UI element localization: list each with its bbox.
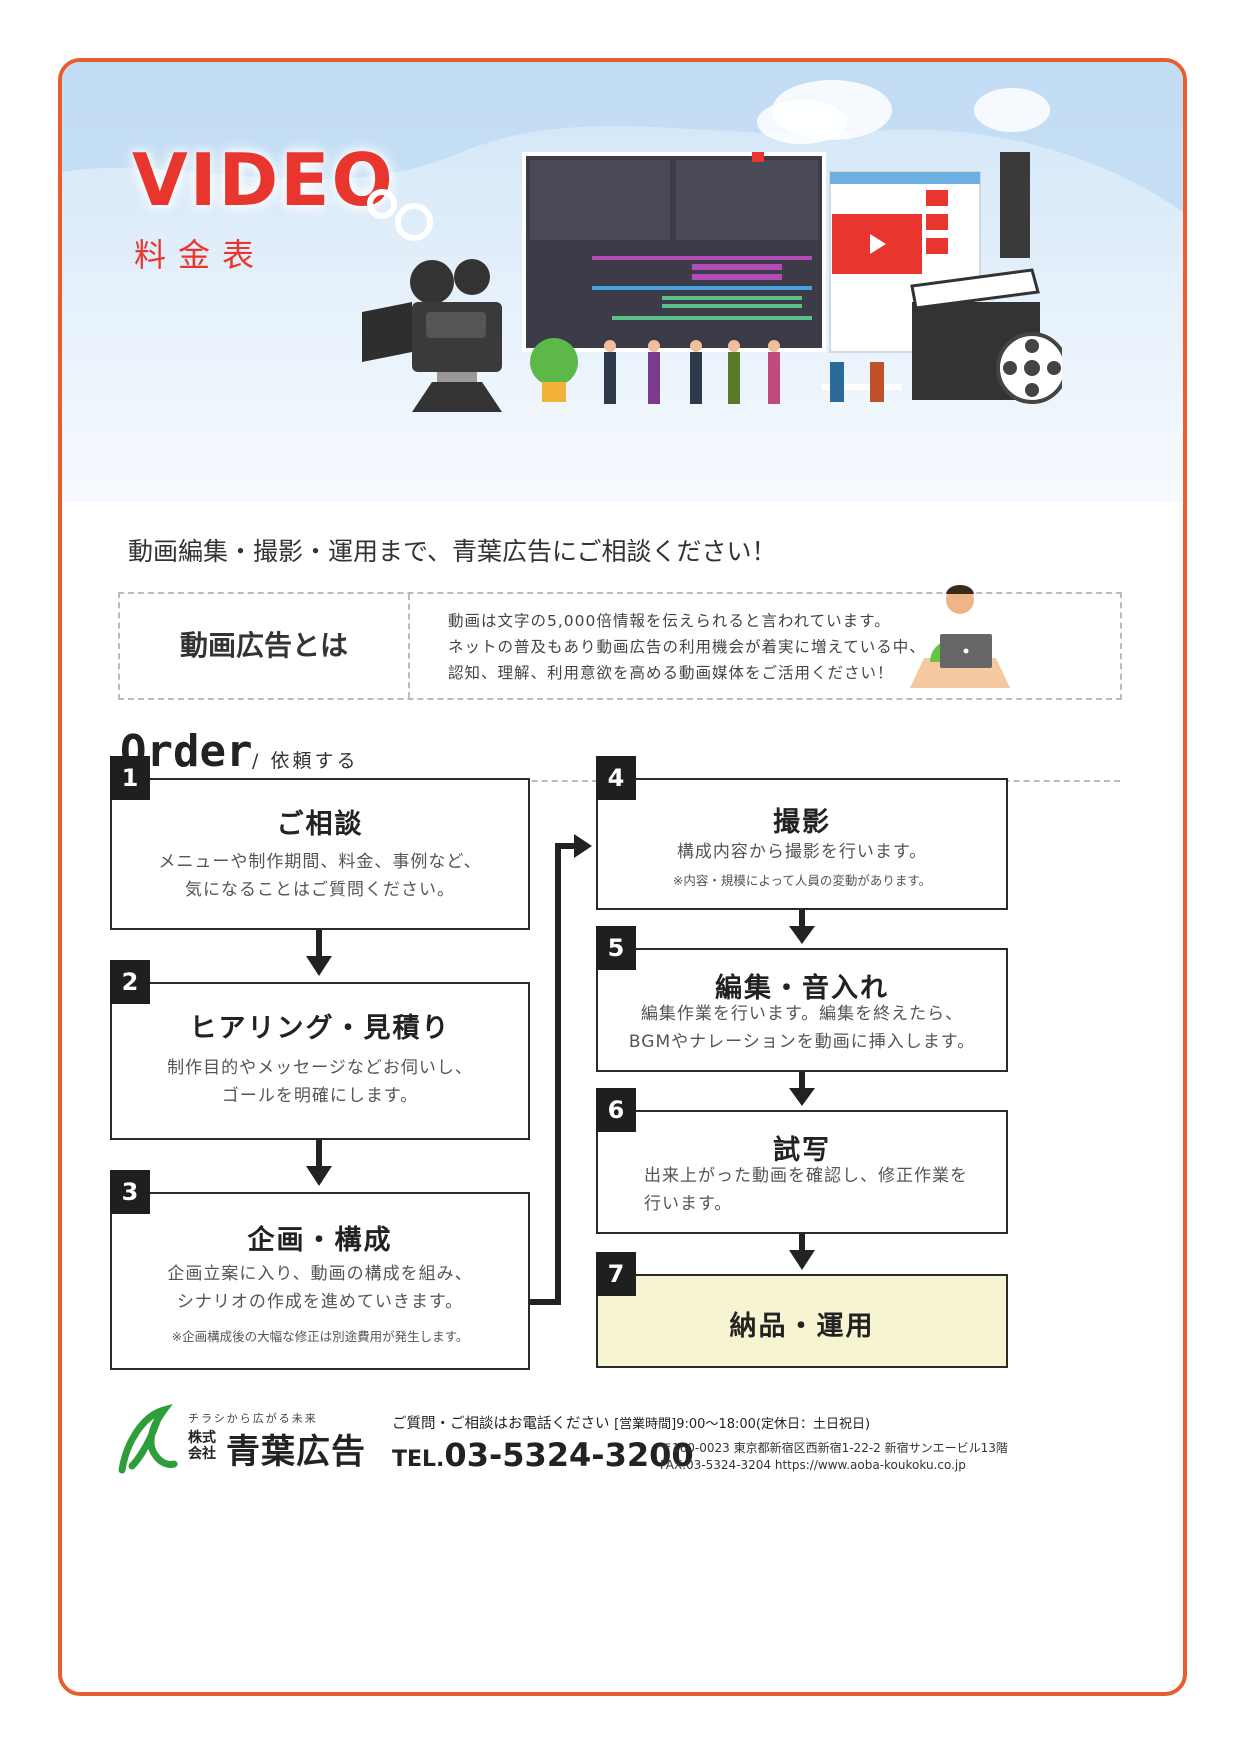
- arrow-down-icon: [789, 1072, 815, 1106]
- fax-url[interactable]: FAX.03-5324-3204 https://www.aoba-koukok…: [660, 1458, 966, 1472]
- movie-camera-icon: [362, 259, 502, 412]
- hero-banner: VIDEO 料金表: [62, 62, 1183, 502]
- flow-arrows: [306, 834, 815, 1305]
- step-number: 1: [110, 756, 150, 800]
- step-desc-line: メニューや制作期間、料金、事例など、: [158, 852, 482, 872]
- step-desc-line: BGMやナレーションを動画に挿入します。: [628, 1032, 976, 1052]
- step-description: メニューや制作期間、料金、事例など、 気になることはご質問ください。: [112, 848, 528, 904]
- tel-label: TEL.: [392, 1447, 445, 1472]
- company-slogan: チラシから広がる未来: [188, 1412, 318, 1425]
- step-title: 試写: [773, 1135, 831, 1166]
- step-description: 制作目的やメッセージなどお伺いし、 ゴールを明確にします。: [112, 1054, 528, 1110]
- arrow-connector-icon: [530, 843, 576, 1305]
- people-illustration: [604, 340, 902, 404]
- step-7: 7 納品・運用: [596, 1252, 1008, 1368]
- phone-number[interactable]: TEL.03-5324-3200: [392, 1436, 694, 1474]
- step-title: 納品・運用: [729, 1311, 875, 1342]
- step-description: 企画立案に入り、動画の構成を組み、 シナリオの作成を進めていきます。: [112, 1260, 528, 1316]
- step-title: ヒアリング・見積り: [189, 1013, 451, 1044]
- sitting-person-icon: [752, 152, 764, 162]
- step-description: 構成内容から撮影を行います。: [598, 838, 1006, 866]
- arrow-down-icon: [306, 930, 332, 976]
- gear-icon: [367, 189, 433, 241]
- step-desc-line: 構成内容から撮影を行います。: [676, 842, 928, 862]
- tagline: 動画編集・撮影・運用まで、青葉広告にご相談ください！: [128, 537, 777, 566]
- about-text: 動画は文字の5,000倍情報を伝えられると言われています。 ネットの普及もあり動…: [448, 608, 926, 686]
- about-video-ads-box: 動画広告とは 動画は文字の5,000倍情報を伝えられると言われています。 ネット…: [118, 585, 1122, 700]
- step-number: 2: [110, 960, 150, 1004]
- step-desc-line: 制作目的やメッセージなどお伺いし、: [167, 1058, 473, 1078]
- contact-prompt: ご質問・ご相談はお電話ください: [392, 1416, 610, 1432]
- sky-background: [62, 62, 1183, 212]
- step-desc-line: 編集作業を行います。編集を終えたら、: [640, 1004, 964, 1024]
- arrow-right-icon: [574, 834, 592, 858]
- cloud-icon: [974, 88, 1050, 132]
- step-number: 3: [110, 1170, 150, 1214]
- step-desc-line: 行います。: [644, 1194, 733, 1214]
- contact-line: ご質問・ご相談はお電話ください [営業時間]9:00〜18:00(定休日：土日祝…: [392, 1412, 870, 1433]
- step-description: 出来上がった動画を確認し、修正作業を 行います。: [644, 1162, 1006, 1218]
- person-laptop-icon: [910, 585, 1010, 688]
- step-note: ※企画構成後の大幅な修正は別途費用が発生します。: [171, 1329, 469, 1344]
- business-hours: [営業時間]9:00〜18:00(定休日：土日祝日): [614, 1417, 871, 1432]
- step-title: ご相談: [276, 809, 364, 840]
- address-block: 〒160-0023 東京都新宿区西新宿1-22-2 新宿サンエービル13階 FA…: [660, 1440, 1008, 1474]
- step-description: 編集作業を行います。編集を終えたら、 BGMやナレーションを動画に挿入します。: [598, 1000, 1006, 1056]
- company-name: 青葉広告: [226, 1432, 366, 1472]
- step-4: 4 撮影 構成内容から撮影を行います。 ※内容・規模によって人員の変動があります…: [596, 756, 1008, 910]
- arrow-down-icon: [789, 1234, 815, 1270]
- arrow-down-icon: [789, 910, 815, 944]
- step-number: 7: [596, 1252, 636, 1296]
- step-number: 6: [596, 1088, 636, 1132]
- plant-icon: [530, 338, 578, 402]
- step-2: 2 ヒアリング・見積り 制作目的やメッセージなどお伺いし、 ゴールを明確にします…: [110, 960, 530, 1140]
- step-desc-line: 出来上がった動画を確認し、修正作業を: [644, 1166, 968, 1186]
- about-line: ネットの普及もあり動画広告の利用機会が着実に増えている中、: [448, 638, 926, 656]
- step-desc-line: ゴールを明確にします。: [221, 1086, 419, 1106]
- film-strip-icon: [1000, 152, 1030, 258]
- film-reel-icon: [996, 332, 1062, 404]
- about-line: 認知、理解、利用意欲を高める動画媒体をご活用ください！: [448, 664, 894, 682]
- step-1: 1 ご相談 メニューや制作期間、料金、事例など、 気になることはご質問ください。: [110, 756, 530, 930]
- about-heading: 動画広告とは: [179, 629, 348, 662]
- step-6: 6 試写 出来上がった動画を確認し、修正作業を 行います。: [596, 1088, 1008, 1234]
- page-frame: VIDEO 料金表: [58, 58, 1187, 1696]
- step-title: 企画・構成: [247, 1225, 393, 1256]
- company-logo-icon: [118, 1404, 178, 1474]
- about-divider: [408, 594, 410, 698]
- step-desc-line: シナリオの作成を進めていきます。: [176, 1292, 464, 1312]
- step-number: 5: [596, 926, 636, 970]
- arrow-down-icon: [306, 1140, 332, 1186]
- hero-title: VIDEO: [132, 138, 395, 222]
- step-title: 撮影: [773, 807, 831, 838]
- video-production-illustration: [362, 152, 1062, 412]
- hero-subtitle: 料金表: [134, 236, 267, 274]
- tel-value: 03-5324-3200: [444, 1436, 694, 1474]
- step-desc-line: 気になることはご質問ください。: [185, 880, 455, 900]
- company-type: 株式会社: [188, 1430, 216, 1462]
- step-number: 4: [596, 756, 636, 800]
- address: 〒160-0023 東京都新宿区西新宿1-22-2 新宿サンエービル13階: [660, 1441, 1008, 1455]
- step-5: 5 編集・音入れ 編集作業を行います。編集を終えたら、 BGMやナレーションを動…: [596, 926, 1008, 1072]
- step-title: 編集・音入れ: [715, 973, 889, 1004]
- about-line: 動画は文字の5,000倍情報を伝えられると言われています。: [448, 612, 891, 630]
- step-note: ※内容・規模によって人員の変動があります。: [672, 873, 932, 888]
- step-3: 3 企画・構成 企画立案に入り、動画の構成を組み、 シナリオの作成を進めていきま…: [110, 1170, 530, 1370]
- order-subheading: / 依頼する: [252, 750, 359, 772]
- step-desc-line: 企画立案に入り、動画の構成を組み、: [167, 1264, 473, 1284]
